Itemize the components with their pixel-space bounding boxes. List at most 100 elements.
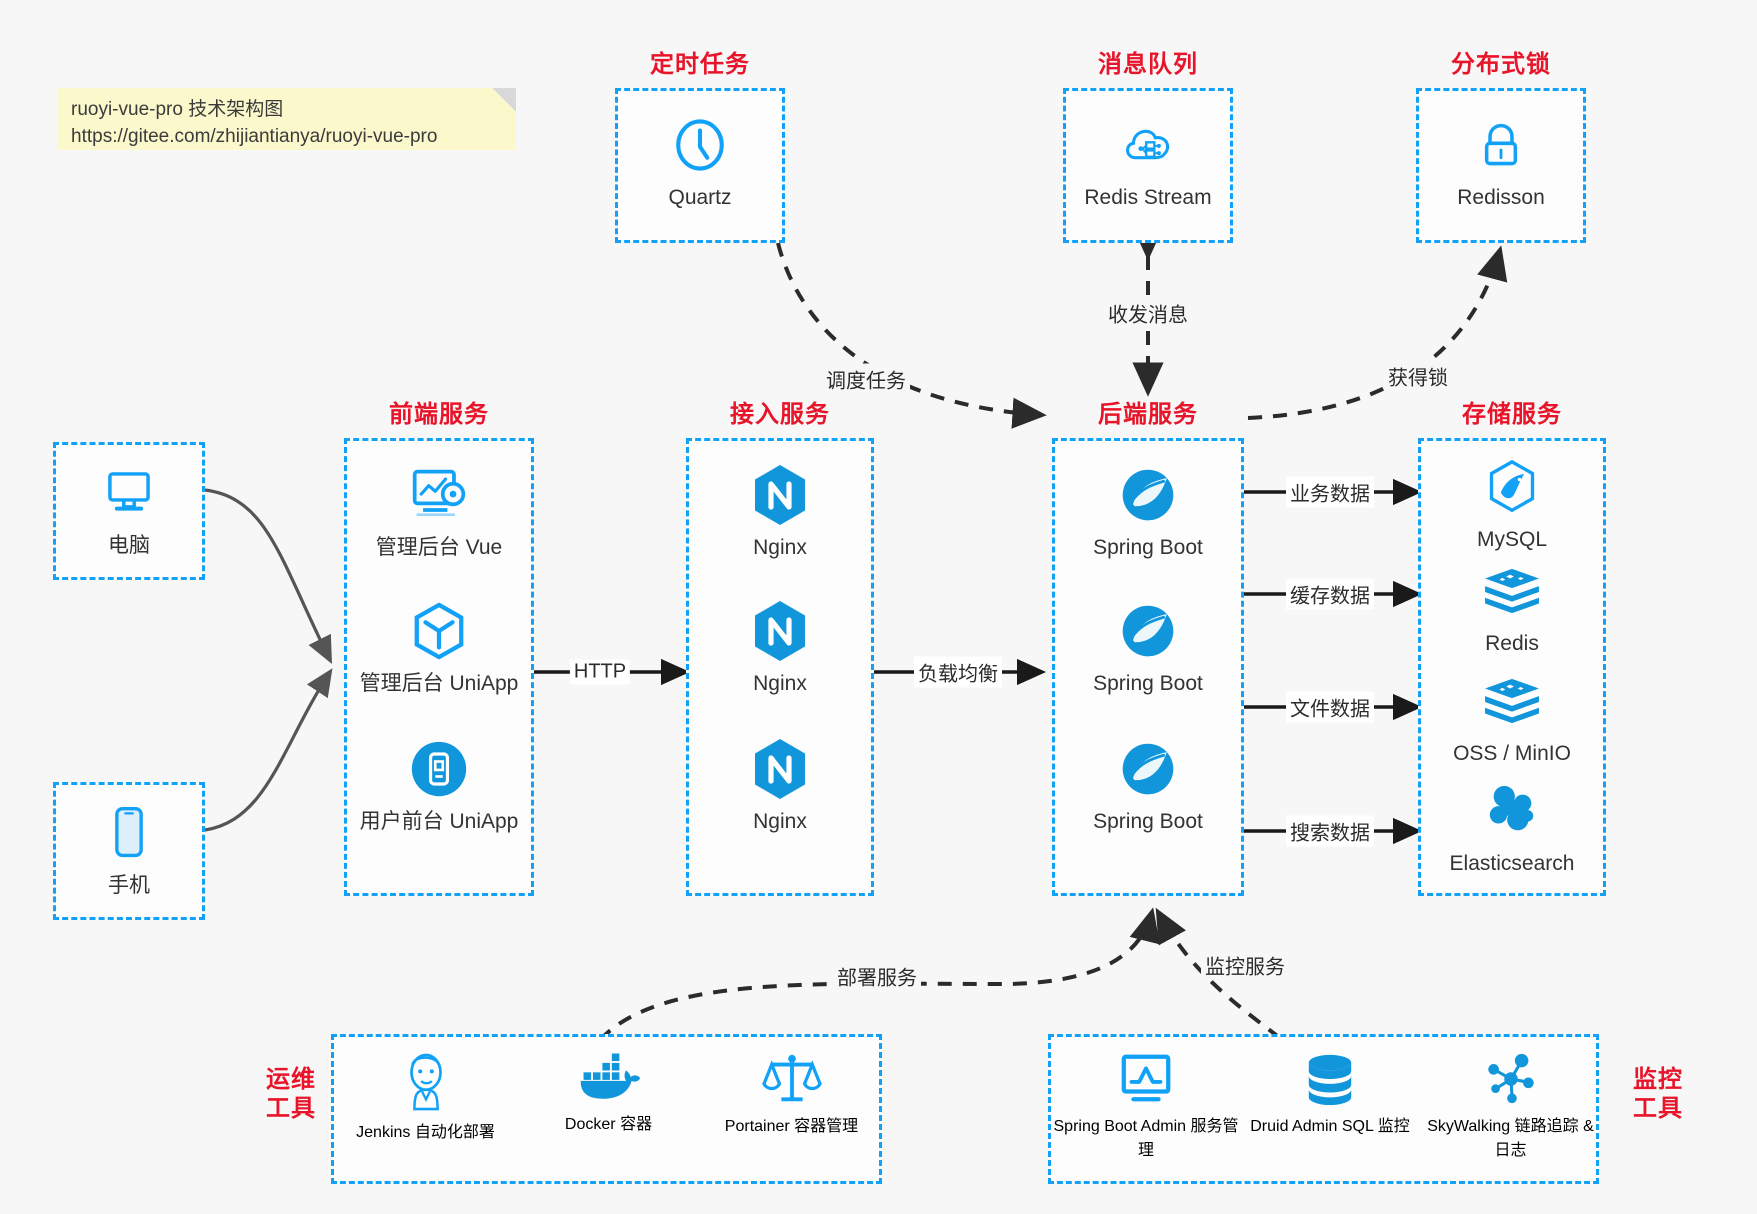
- lock-icon: [1419, 113, 1583, 177]
- node-oss-minio[interactable]: OSS / MinIO: [1421, 669, 1603, 767]
- node-spring-boot-3[interactable]: Spring Boot: [1055, 737, 1241, 835]
- mysql-icon: [1421, 455, 1603, 519]
- group-client-pc[interactable]: 电脑: [53, 442, 205, 580]
- group-frontend-service[interactable]: 管理后台 Vue 管理后台 UniApp: [344, 438, 534, 896]
- node-label: Portainer 容器管理: [700, 1112, 883, 1136]
- node-label-sub: 自动化部署: [414, 1124, 495, 1141]
- node-skywalking[interactable]: SkyWalking 链路追踪 & 日志: [1419, 1051, 1602, 1160]
- clock-icon: [618, 113, 782, 177]
- node-label: Jenkins 自动化部署: [334, 1118, 517, 1142]
- skywalking-icon: [1419, 1051, 1602, 1112]
- node-label: Redisson: [1457, 186, 1545, 209]
- node-redisson[interactable]: Redisson: [1419, 113, 1583, 211]
- node-user-uniapp[interactable]: 用户前台 UniApp: [347, 737, 531, 835]
- edge-label-send-receive-message: 收发消息: [1104, 297, 1192, 329]
- node-label-main: Druid Admin: [1250, 1118, 1338, 1135]
- node-computer[interactable]: 电脑: [56, 461, 202, 559]
- node-mysql[interactable]: MySQL: [1421, 455, 1603, 553]
- nginx-icon: [689, 737, 871, 801]
- node-label-sub: 服务管理: [1137, 1118, 1239, 1159]
- node-redis-stream[interactable]: Redis Stream: [1066, 113, 1230, 211]
- node-nginx-3[interactable]: Nginx: [689, 737, 871, 835]
- note-line-url: https://gitee.com/zhijiantianya/ruoyi-vu…: [71, 125, 438, 147]
- desktop-icon: [56, 461, 202, 525]
- node-phone[interactable]: 手机: [56, 801, 202, 899]
- group-message-queue[interactable]: Redis Stream: [1063, 88, 1233, 243]
- node-label-main: Portainer: [724, 1118, 790, 1135]
- node-label: Quartz: [668, 186, 732, 209]
- group-scheduled-task[interactable]: Quartz: [615, 88, 785, 243]
- note-line-title: ruoyi-vue-pro 技术架构图: [71, 99, 284, 120]
- group-title-message-queue: 消息队列: [1098, 51, 1198, 78]
- node-label: Spring Boot: [1093, 536, 1203, 559]
- node-docker[interactable]: Docker 容器: [517, 1051, 700, 1134]
- nginx-icon: [689, 463, 871, 527]
- dashboard-vue-icon: [347, 463, 531, 527]
- note-fold-corner: [492, 88, 516, 112]
- group-distributed-lock[interactable]: Redisson: [1416, 88, 1586, 243]
- node-label: Redis: [1485, 632, 1539, 655]
- node-label: Spring Boot: [1093, 810, 1203, 833]
- group-backend-service[interactable]: Spring Boot Spring Boot Spring Boot: [1052, 438, 1244, 896]
- group-title-frontend-service: 前端服务: [389, 401, 489, 428]
- node-spring-boot-admin[interactable]: Spring Boot Admin 服务管理: [1051, 1051, 1241, 1160]
- docker-icon: [517, 1051, 700, 1110]
- diagram-note: ruoyi-vue-pro 技术架构图 https://gitee.com/zh…: [57, 88, 516, 150]
- node-label: Spring Boot: [1093, 672, 1203, 695]
- node-portainer[interactable]: Portainer 容器管理: [700, 1051, 883, 1136]
- node-label: OSS / MinIO: [1453, 742, 1571, 765]
- edge-label-http: HTTP: [569, 659, 631, 685]
- redis-icon: [1421, 559, 1603, 623]
- database-icon: [1241, 1051, 1419, 1112]
- node-jenkins[interactable]: Jenkins 自动化部署: [334, 1051, 517, 1142]
- edge-label-cache-data: 缓存数据: [1286, 578, 1374, 610]
- node-label: 管理后台 UniApp: [359, 672, 519, 695]
- spring-boot-icon: [1055, 599, 1241, 663]
- group-title-backend-service: 后端服务: [1098, 401, 1198, 428]
- node-spring-boot-1[interactable]: Spring Boot: [1055, 463, 1241, 561]
- node-spring-boot-2[interactable]: Spring Boot: [1055, 599, 1241, 697]
- oss-minio-icon: [1421, 669, 1603, 733]
- edge-label-file-data: 文件数据: [1286, 691, 1374, 723]
- node-label: Nginx: [753, 810, 807, 833]
- group-title-storage-service: 存储服务: [1462, 401, 1562, 428]
- node-label-main: Spring Boot Admin: [1053, 1118, 1187, 1135]
- group-title-distributed-lock: 分布式锁: [1451, 51, 1551, 78]
- node-label-sub: 链路追踪 & 日志: [1494, 1118, 1594, 1159]
- node-label-sub: 容器: [620, 1116, 653, 1133]
- edge-label-business-data: 业务数据: [1286, 476, 1374, 508]
- node-label: Nginx: [753, 536, 807, 559]
- group-storage-service[interactable]: MySQL Redis: [1418, 438, 1606, 896]
- node-label-main: Docker: [564, 1116, 616, 1133]
- nginx-icon: [689, 599, 871, 663]
- group-client-mobile[interactable]: 手机: [53, 782, 205, 920]
- monitor-chart-icon: [1051, 1051, 1241, 1112]
- group-title-devops-tools: 运维 工具: [256, 1065, 326, 1124]
- node-quartz[interactable]: Quartz: [618, 113, 782, 211]
- node-label: 管理后台 Vue: [375, 536, 503, 559]
- node-label-sub: SQL 监控: [1341, 1118, 1410, 1135]
- edge-label-schedule-task: 调度任务: [822, 363, 910, 395]
- mobile-app-icon: [347, 737, 531, 801]
- edge-label-monitor-service: 监控服务: [1201, 949, 1289, 981]
- node-label: Redis Stream: [1084, 186, 1212, 209]
- node-label-main: Jenkins: [356, 1124, 411, 1141]
- group-title-devops-line2: 工具: [266, 1095, 316, 1123]
- spring-boot-icon: [1055, 463, 1241, 527]
- node-label: Docker 容器: [517, 1110, 700, 1134]
- node-label: SkyWalking 链路追踪 & 日志: [1419, 1112, 1602, 1160]
- node-druid-admin[interactable]: Druid Admin SQL 监控: [1241, 1051, 1419, 1136]
- node-admin-uniapp[interactable]: 管理后台 UniApp: [347, 599, 531, 697]
- group-monitor-tools[interactable]: Spring Boot Admin 服务管理 Druid Admin SQL 监…: [1048, 1034, 1599, 1184]
- node-label-sub: 容器管理: [794, 1118, 859, 1135]
- node-redis[interactable]: Redis: [1421, 559, 1603, 657]
- node-elasticsearch[interactable]: Elasticsearch: [1421, 779, 1603, 877]
- node-label: Spring Boot Admin 服务管理: [1051, 1112, 1241, 1160]
- node-nginx-2[interactable]: Nginx: [689, 599, 871, 697]
- node-admin-vue[interactable]: 管理后台 Vue: [347, 463, 531, 561]
- group-devops-tools[interactable]: Jenkins 自动化部署 Docker 容器: [331, 1034, 882, 1184]
- group-access-service[interactable]: Nginx Nginx Nginx: [686, 438, 874, 896]
- group-title-monitor-line1: 监控: [1633, 1066, 1683, 1093]
- node-nginx-1[interactable]: Nginx: [689, 463, 871, 561]
